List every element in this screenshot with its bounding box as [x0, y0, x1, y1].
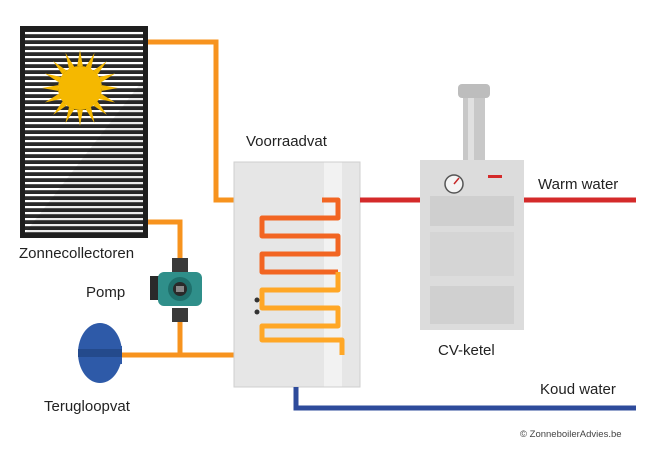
sun-ray: [101, 85, 118, 91]
sun-ray: [77, 109, 83, 126]
sun-ray: [65, 52, 75, 69]
credit-text: © ZonneboilerAdvies.be: [520, 429, 622, 440]
sun-ray: [53, 101, 67, 115]
sun-ray: [53, 61, 67, 75]
sun-ray: [99, 73, 116, 83]
cold-water-label: Koud water: [540, 381, 616, 398]
cv-boiler: [420, 84, 524, 330]
sun-ray: [65, 107, 75, 124]
sun-ray: [42, 85, 59, 91]
storage-tank-label: Voorraadvat: [246, 133, 327, 150]
warm-water-label: Warm water: [538, 176, 619, 193]
expansion-vessel-icon: [78, 323, 122, 383]
sun-ray: [77, 50, 83, 67]
sun-ray: [85, 52, 95, 69]
sun-icon: [42, 50, 118, 126]
sun-ray: [93, 101, 107, 115]
solar-collector: [20, 26, 148, 238]
sun-ray: [85, 107, 95, 124]
pump-icon: [150, 258, 202, 322]
sun-ray: [99, 93, 116, 103]
pump-label: Pomp: [86, 284, 126, 301]
sun-ray: [93, 61, 107, 75]
boiler-label: CV-ketel: [438, 342, 495, 359]
sun-ray: [44, 73, 61, 83]
heating-coil: [259, 197, 345, 355]
cold-water-pipe: [293, 387, 636, 411]
sun-ray: [44, 93, 61, 103]
collector-label: Zonnecollectoren: [19, 245, 135, 262]
expansion-vessel-label: Terugloopvat: [44, 398, 130, 415]
